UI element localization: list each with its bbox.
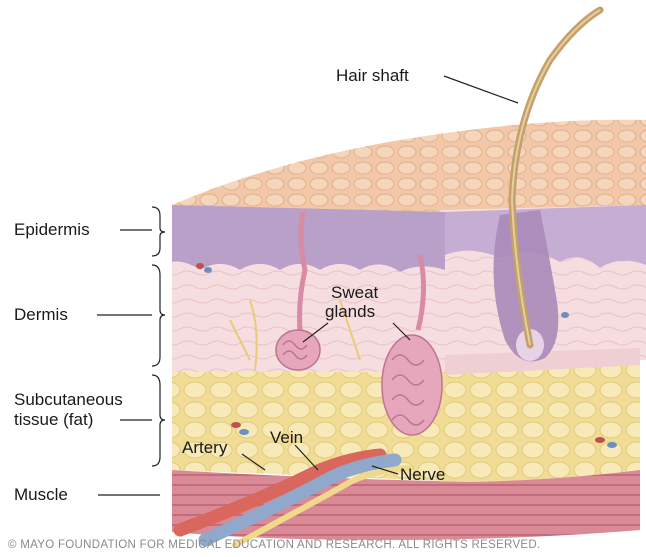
sweat-gland-1 — [276, 330, 320, 370]
epidermis-layer — [172, 205, 445, 272]
sweat-glands-label-line1: Sweat — [331, 283, 378, 302]
sweat-glands-label-line2: glands — [325, 302, 375, 321]
nerve-label: Nerve — [400, 465, 445, 484]
sweat-gland-2 — [382, 335, 442, 435]
vein-label: Vein — [270, 428, 303, 447]
copyright-notice: © MAYO FOUNDATION FOR MEDICAL EDUCATION … — [8, 539, 541, 551]
epidermis-label: Epidermis — [14, 220, 90, 239]
artery-label: Artery — [182, 438, 227, 457]
hair-shaft-label: Hair shaft — [336, 66, 409, 85]
dermis-label: Dermis — [14, 305, 68, 324]
subcutaneous-label-line1: Subcutaneous — [14, 390, 123, 409]
muscle-label: Muscle — [14, 485, 68, 504]
subcutaneous-label-line2: tissue (fat) — [14, 410, 93, 429]
skin-surface — [172, 120, 646, 212]
